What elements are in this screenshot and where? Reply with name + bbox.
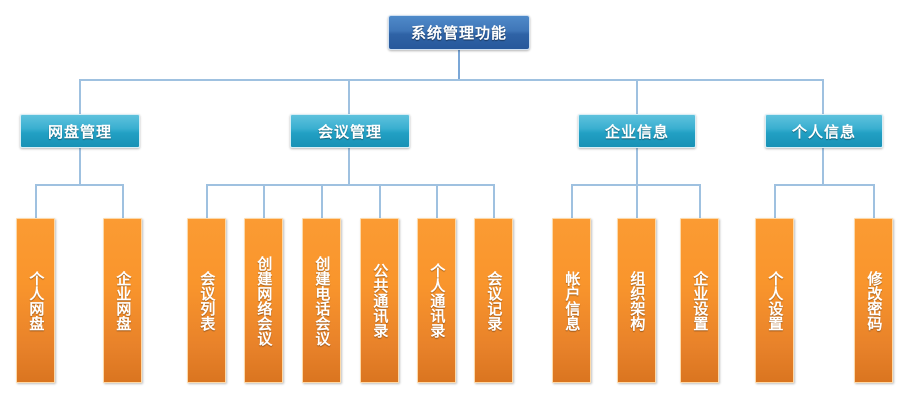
connector-branch-4-child-2 xyxy=(873,184,875,218)
connector-level1-bus xyxy=(79,79,824,81)
node-leaf-change-password[interactable]: 修改密码 xyxy=(854,218,893,383)
node-root[interactable]: 系统管理功能 xyxy=(388,15,530,50)
node-leaf-meeting-records[interactable]: 会议记录 xyxy=(474,218,513,383)
node-leaf-label: 创建电话会议 xyxy=(313,255,332,346)
connector-branch-2-child-6 xyxy=(493,184,495,218)
node-leaf-account-info[interactable]: 帐户信息 xyxy=(552,218,591,383)
node-leaf-label: 个人网盘 xyxy=(27,270,46,331)
node-leaf-public-contacts[interactable]: 公共通讯录 xyxy=(360,218,399,383)
node-leaf-label: 个人通讯录 xyxy=(428,263,447,338)
connector-branch-3-child-2 xyxy=(636,184,638,218)
connector-drop-branch-3 xyxy=(636,79,638,115)
node-leaf-label: 组织架构 xyxy=(628,270,647,331)
connector-branch-4-stem xyxy=(822,148,824,185)
node-leaf-personal-disk[interactable]: 个人网盘 xyxy=(16,218,55,383)
connector-branch-1-child-1 xyxy=(35,184,37,218)
node-leaf-label: 创建网络会议 xyxy=(255,255,274,346)
connector-branch-2-child-3 xyxy=(321,184,323,218)
node-leaf-create-web-meeting[interactable]: 创建网络会议 xyxy=(244,218,283,383)
connector-branch-1-stem xyxy=(79,148,81,185)
node-leaf-label: 公共通讯录 xyxy=(371,263,390,338)
connector-branch-4-child-1 xyxy=(774,184,776,218)
connector-branch-2-child-1 xyxy=(206,184,208,218)
connector-branch-4-bus xyxy=(774,184,874,186)
node-branch-network-disk[interactable]: 网盘管理 xyxy=(20,114,140,148)
node-branch-personal-info[interactable]: 个人信息 xyxy=(765,114,883,148)
node-leaf-label: 会议列表 xyxy=(198,270,217,331)
connector-branch-3-child-1 xyxy=(571,184,573,218)
connector-drop-branch-1 xyxy=(79,79,81,115)
node-leaf-label: 会议记录 xyxy=(485,270,504,331)
node-leaf-label: 帐户信息 xyxy=(563,270,582,331)
connector-branch-2-child-5 xyxy=(436,184,438,218)
node-branch-enterprise-info[interactable]: 企业信息 xyxy=(578,114,696,148)
connector-branch-3-stem xyxy=(636,148,638,185)
connector-branch-1-bus xyxy=(35,184,124,186)
node-leaf-enterprise-disk[interactable]: 企业网盘 xyxy=(103,218,142,383)
connector-branch-3-child-3 xyxy=(699,184,701,218)
node-leaf-label: 企业设置 xyxy=(691,270,710,331)
node-leaf-org-structure[interactable]: 组织架构 xyxy=(617,218,656,383)
connector-branch-2-bus xyxy=(206,184,494,186)
connector-branch-1-child-2 xyxy=(122,184,124,218)
node-leaf-create-phone-meeting[interactable]: 创建电话会议 xyxy=(302,218,341,383)
node-leaf-personal-settings[interactable]: 个人设置 xyxy=(755,218,794,383)
node-leaf-label: 个人设置 xyxy=(766,270,785,331)
connector-branch-2-stem xyxy=(348,148,350,185)
connector-drop-branch-2 xyxy=(348,79,350,115)
node-branch-meeting[interactable]: 会议管理 xyxy=(290,114,410,148)
connector-drop-branch-4 xyxy=(822,79,824,115)
connector-branch-2-child-4 xyxy=(379,184,381,218)
node-leaf-personal-contacts[interactable]: 个人通讯录 xyxy=(417,218,456,383)
connector-branch-2-child-2 xyxy=(263,184,265,218)
connector-root-stem xyxy=(458,50,460,80)
node-leaf-label: 修改密码 xyxy=(865,270,884,331)
node-leaf-enterprise-settings[interactable]: 企业设置 xyxy=(680,218,719,383)
node-leaf-label: 企业网盘 xyxy=(114,270,133,331)
node-leaf-meeting-list[interactable]: 会议列表 xyxy=(187,218,226,383)
